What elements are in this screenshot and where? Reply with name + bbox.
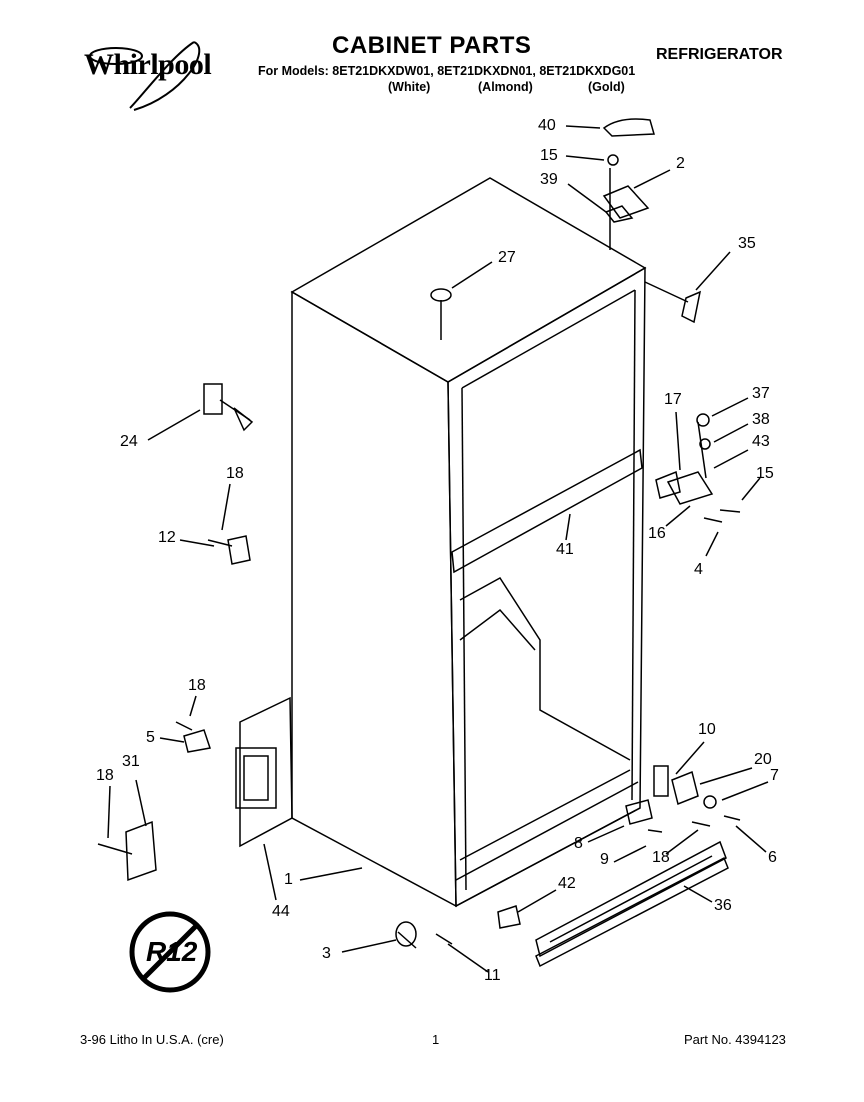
callout-15-top: 15 (540, 147, 558, 164)
callout-27: 27 (498, 249, 516, 266)
page-number: 1 (432, 1032, 440, 1047)
callout-1: 1 (284, 871, 293, 888)
part-number: Part No. 4394123 (684, 1032, 786, 1047)
callout-17: 17 (664, 391, 682, 408)
callout-18-bracket: 18 (188, 677, 206, 694)
cabinet-side (291, 290, 457, 908)
litho-note: 3-96 Litho In U.S.A. (cre) (80, 1032, 224, 1047)
callout-15-hinge: 15 (756, 465, 774, 482)
callout-37: 37 (752, 385, 770, 402)
callout-43: 43 (752, 433, 770, 450)
callout-40: 40 (538, 117, 556, 134)
whirlpool-logo: Whirlpool (84, 48, 212, 81)
callout-31: 31 (122, 753, 140, 770)
callout-2: 2 (676, 155, 685, 172)
callout-18-upper: 18 (226, 465, 244, 482)
model-list: For Models: 8ET21DKXDW01, 8ET21DKXDN01, … (258, 64, 636, 78)
callout-3: 3 (322, 945, 331, 962)
callout-9: 9 (600, 851, 609, 868)
callout-11: 11 (484, 967, 501, 984)
callout-8: 8 (574, 835, 583, 852)
callout-41: 41 (556, 541, 574, 558)
callout-4: 4 (694, 561, 703, 578)
callout-10: 10 (698, 721, 716, 738)
callout-39: 39 (540, 171, 558, 188)
callout-7: 7 (770, 767, 779, 784)
callout-6: 6 (768, 849, 777, 866)
color-almond: (Almond) (478, 80, 533, 94)
callout-5: 5 (146, 729, 155, 746)
callout-35: 35 (738, 235, 756, 252)
callout-24: 24 (120, 433, 138, 450)
color-gold: (Gold) (588, 80, 625, 94)
cabinet-front-frame (447, 266, 646, 908)
callout-16: 16 (648, 525, 666, 542)
callout-42: 42 (558, 875, 576, 892)
callout-18-lower: 18 (652, 849, 670, 866)
callout-12: 12 (158, 529, 176, 546)
callout-20: 20 (754, 751, 772, 768)
cabinet-top (290, 177, 647, 383)
page-title: CABINET PARTS (332, 32, 532, 59)
callout-38: 38 (752, 411, 770, 428)
color-white: (White) (388, 80, 431, 94)
center-rail (451, 448, 643, 574)
product-category: REFRIGERATOR (656, 46, 783, 63)
callout-18-cover: 18 (96, 767, 114, 784)
no-r12-stamp-icon (129, 911, 211, 993)
stamp-label: R12 (146, 936, 198, 967)
logo-swoosh-icon (89, 41, 201, 111)
callout-44: 44 (272, 903, 290, 920)
callout-36: 36 (714, 897, 732, 914)
